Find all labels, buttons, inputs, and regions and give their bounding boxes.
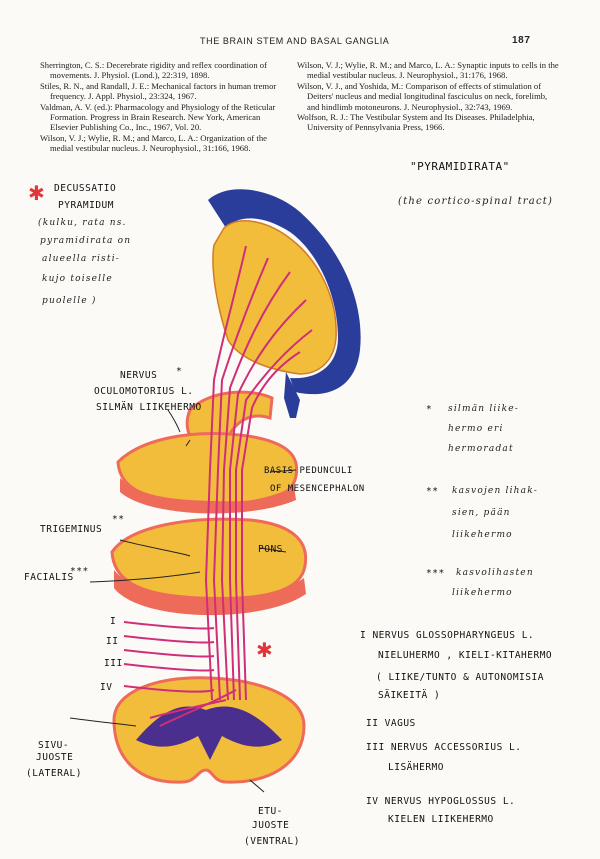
label-glossopharyngeus-2: NIELUHERMO , KIELI-KITAHERMO — [378, 650, 553, 661]
roman-numeral-ii: II — [106, 636, 119, 647]
page-number: 187 — [512, 35, 531, 46]
reference-item: Stiles, R. N., and Randall, J. E.: Mecha… — [40, 80, 277, 102]
roman-numeral-iv: IV — [100, 682, 113, 693]
label-sivu-2: JUOSTE — [36, 752, 74, 763]
scribble-note: puolelle ) — [42, 296, 97, 306]
label-pyramidum: PYRAMIDUM — [58, 200, 114, 211]
star-mark: *** — [426, 568, 445, 579]
label-facialis: FACIALIS — [24, 572, 74, 583]
label-nervus-oculomotorius-2: OCULOMOTORIUS L. — [94, 386, 194, 397]
red-star-mark: ✱ — [28, 181, 45, 205]
label-vagus: II VAGUS — [366, 718, 416, 729]
references-left-column: Sherrington, C. S.: Decerebrate rigidity… — [40, 60, 288, 154]
scribble-note: kasvolihasten — [456, 568, 534, 578]
scribble-note: hermo eri — [448, 424, 504, 434]
cortex-blue-arc — [208, 189, 361, 395]
label-ventral: (VENTRAL) — [244, 836, 300, 847]
label-accessorius-1: III NERVUS ACCESSORIUS L. — [366, 742, 522, 753]
scribble-note: hermoradat — [448, 444, 514, 454]
scribble-note: pyramidirata on — [40, 236, 132, 246]
reference-item: Sherrington, C. S.: Decerebrate rigidity… — [40, 60, 267, 81]
corticospinal-tracts — [149, 245, 313, 727]
scribble-note: (kulku, rata ns. — [38, 218, 127, 228]
label-etu-2: JUOSTE — [252, 820, 290, 831]
label-nervus-oculomotorius-3: SILMÄN LIIKEHERMO — [96, 402, 202, 413]
star-mark: * — [176, 366, 183, 377]
references-right-column: Wilson, V. J.; Wylie, R. M.; and Marco, … — [297, 60, 559, 133]
label-hypoglossus-2: KIELEN LIIKEHERMO — [388, 814, 494, 825]
label-lateral: (LATERAL) — [26, 768, 82, 779]
reference-item: Wilson, V. J.; Wylie, R. M.; and Marco, … — [297, 60, 559, 81]
roman-numeral-iii: III — [104, 658, 123, 669]
scribble-note: (the cortico-spinal tract) — [398, 196, 554, 207]
star-mark: * — [426, 404, 433, 415]
label-sivu-1: SIVU- — [38, 740, 70, 751]
label-basis-pedunculi-1: BASIS PEDUNCULI — [264, 466, 353, 476]
label-pyramidirata: "PYRAMIDIRATA" — [410, 160, 510, 173]
cortex-blue-tail — [284, 372, 300, 418]
label-hypoglossus-1: IV NERVUS HYPOGLOSSUS L. — [366, 796, 516, 807]
label-glossopharyngeus-4: SÄIKEITÄ ) — [378, 690, 441, 701]
label-pons: PONS — [258, 544, 283, 555]
scribble-note: liikehermo — [452, 530, 513, 540]
star-mark: ** — [426, 486, 439, 497]
reference-item: Wilson, V. J., and Yoshida, M.: Comparis… — [297, 80, 548, 112]
scribble-note: kujo toiselle — [42, 274, 113, 284]
header-title: THE BRAIN STEM AND BASAL GANGLIA — [200, 36, 390, 46]
scribble-note: silmän liike- — [448, 404, 519, 414]
label-trigeminus: TRIGEMINUS — [40, 524, 103, 535]
star-mark: *** — [70, 566, 89, 577]
reference-item: Wolfson, R. J.: The Vestibular System an… — [297, 112, 535, 133]
red-star-mark: ✱ — [256, 638, 273, 662]
label-basis-pedunculi-2: OF MESENCEPHALON — [270, 484, 365, 494]
label-etu-1: ETU- — [258, 806, 283, 817]
label-accessorius-2: LISÄHERMO — [388, 762, 444, 773]
reference-item: Wilson, V. J.; Wylie, R. M.; and Marco, … — [40, 132, 267, 154]
label-decussatio: DECUSSATIO — [54, 183, 117, 194]
cranial-nerve-lines — [123, 621, 215, 693]
label-nervus-oculomotorius-1: NERVUS — [120, 370, 158, 381]
scribble-note: liikehermo — [452, 588, 513, 598]
scribble-note: sien, pään — [452, 508, 511, 518]
star-mark: ** — [112, 514, 125, 525]
reference-item: Valdman, A. V. (ed.): Pharmacology and P… — [40, 101, 276, 133]
pons-block — [110, 517, 308, 600]
scribble-note: kasvojen lihak- — [452, 486, 538, 496]
leader-lines — [69, 409, 297, 793]
label-glossopharyngeus-1: I NERVUS GLOSSOPHARYNGEUS L. — [360, 630, 535, 641]
scribble-note: alueella risti- — [42, 254, 121, 264]
roman-numeral-i: I — [110, 616, 117, 627]
label-glossopharyngeus-3: ( LIIKE/TUNTO & AUTONOMISIA — [376, 672, 544, 683]
